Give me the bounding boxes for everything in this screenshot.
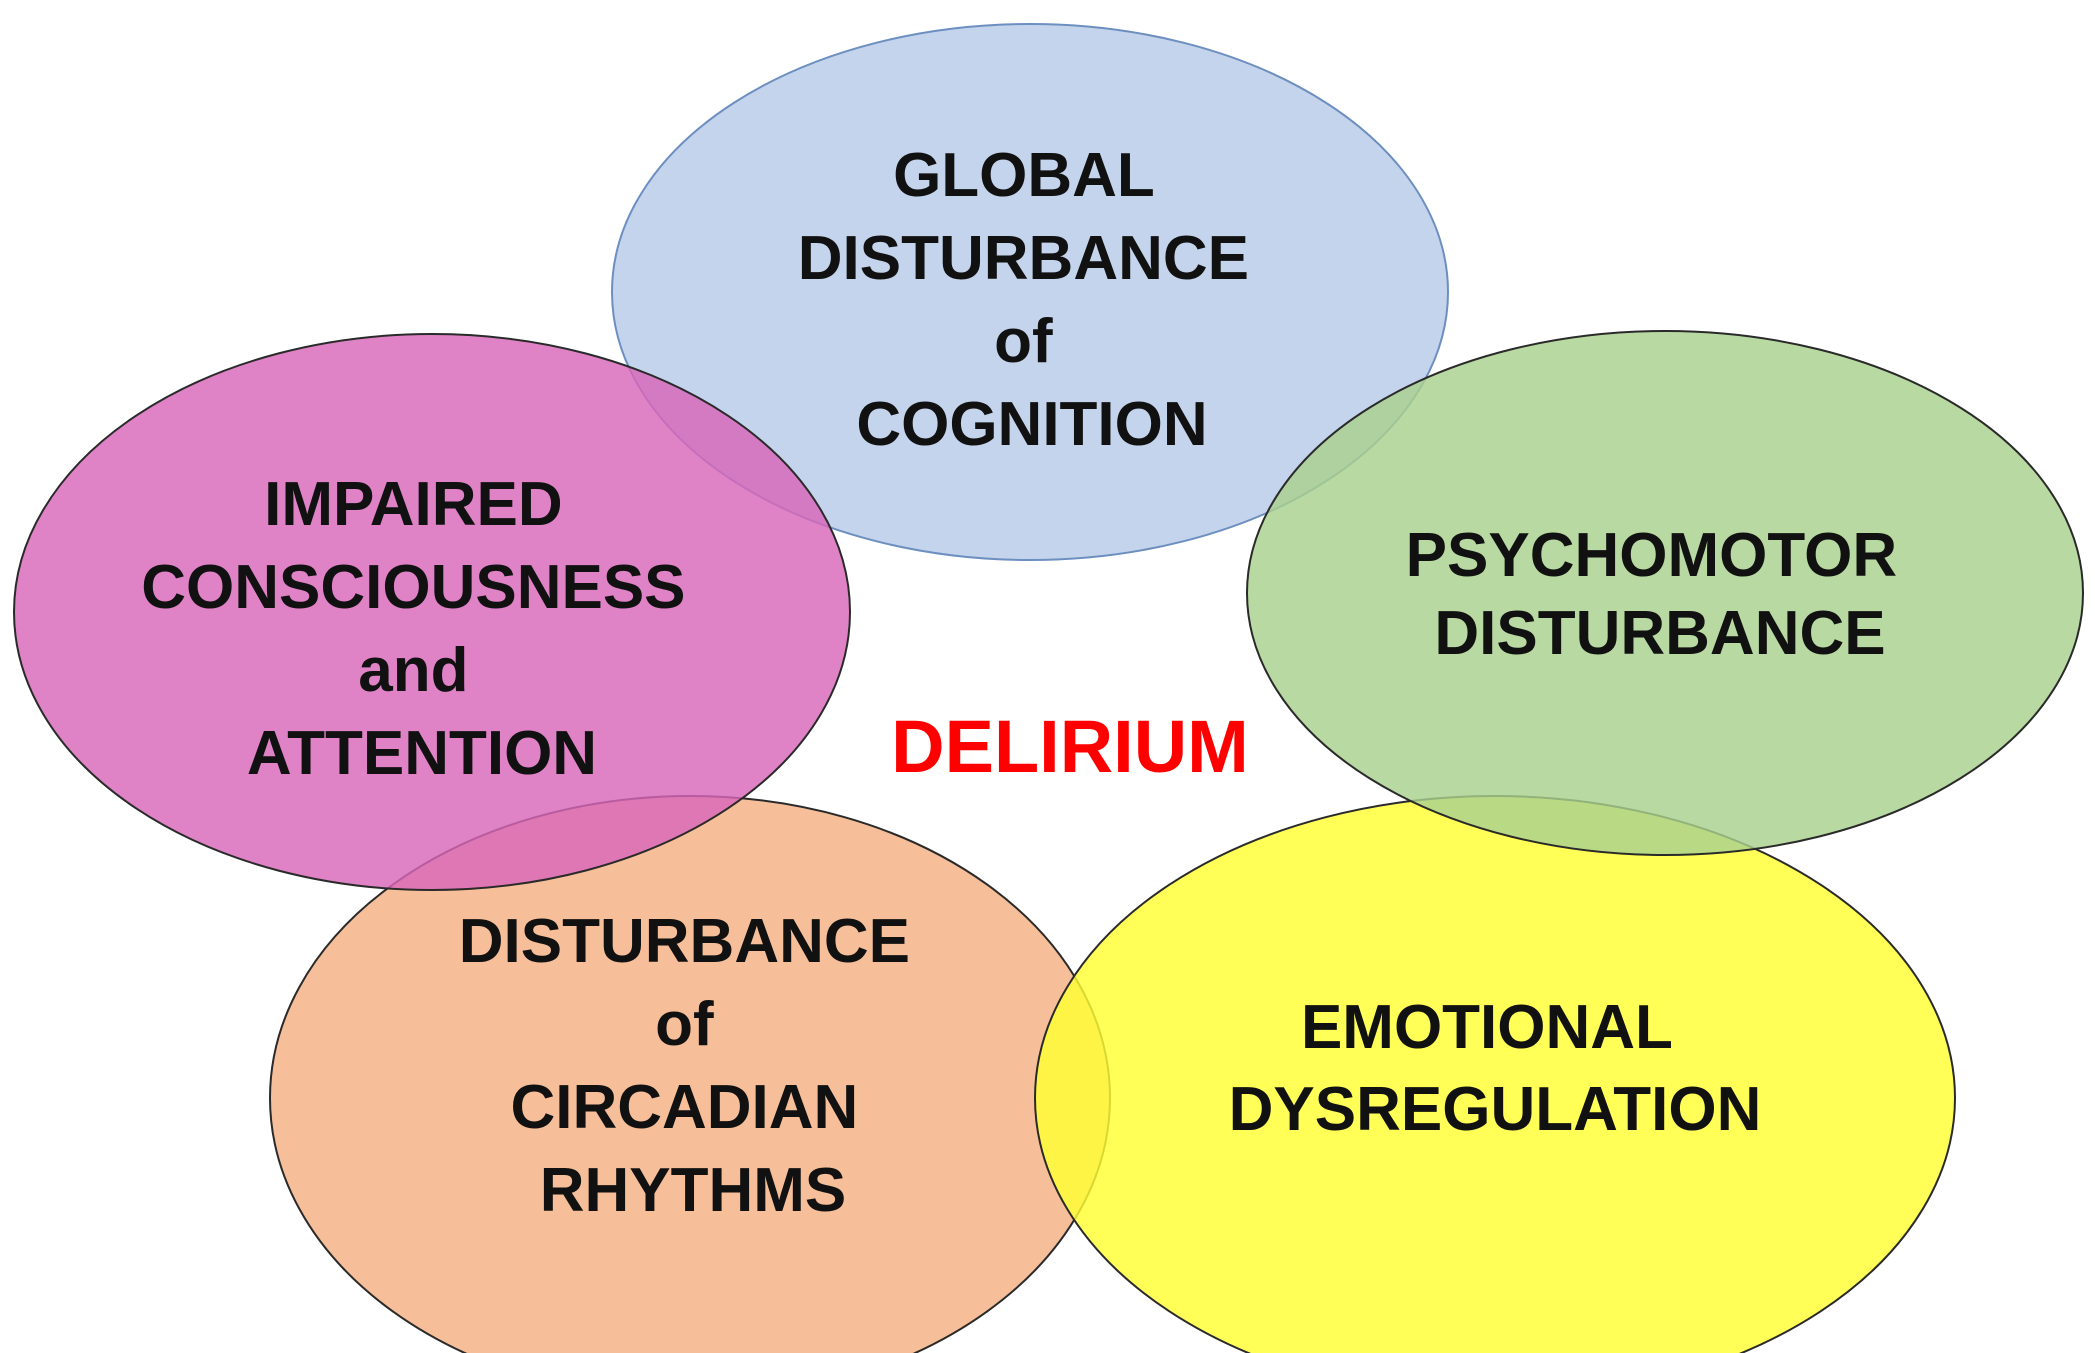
global-cognition-ellipse [611,23,1449,561]
global-cognition-line-2: DISTURBANCE [798,224,1249,293]
node-consciousness [13,333,851,891]
node-psychomotor [1246,330,2084,856]
emotional-label: EMOTIONAL DYSREGULATION [1229,993,1762,1144]
consciousness-line-3: and [358,636,468,705]
global-cognition-line-3: of [994,307,1053,376]
emotional-line-2: DYSREGULATION [1229,1075,1762,1144]
circadian-line-2: of [655,990,714,1059]
global-cognition-label: GLOBAL DISTURBANCE of COGNITION [798,141,1266,459]
psychomotor-line-1: PSYCHOMOTOR [1406,521,1897,590]
consciousness-line-2: CONSCIOUSNESS [141,553,685,622]
circadian-line-4: RHYTHMS [540,1156,847,1225]
node-global-cognition [611,23,1449,561]
consciousness-line-4: ATTENTION [247,719,597,788]
delirium-label: DELIRIUM [891,705,1249,788]
psychomotor-line-2: DISTURBANCE [1434,599,1885,668]
global-cognition-line-1: GLOBAL [893,141,1154,210]
psychomotor-label: PSYCHOMOTOR DISTURBANCE [1406,521,1915,668]
consciousness-label: IMPAIRED CONSCIOUSNESS and ATTENTION [141,470,703,788]
consciousness-ellipse [13,333,851,891]
psychomotor-ellipse [1246,330,2084,856]
circadian-line-3: CIRCADIAN [510,1073,858,1142]
global-cognition-line-4: COGNITION [856,390,1207,459]
circadian-line-1: DISTURBANCE [459,907,910,976]
consciousness-line-1: IMPAIRED [264,470,563,539]
circadian-label: DISTURBANCE of CIRCADIAN RHYTHMS [459,907,927,1225]
emotional-line-1: EMOTIONAL [1301,993,1672,1062]
